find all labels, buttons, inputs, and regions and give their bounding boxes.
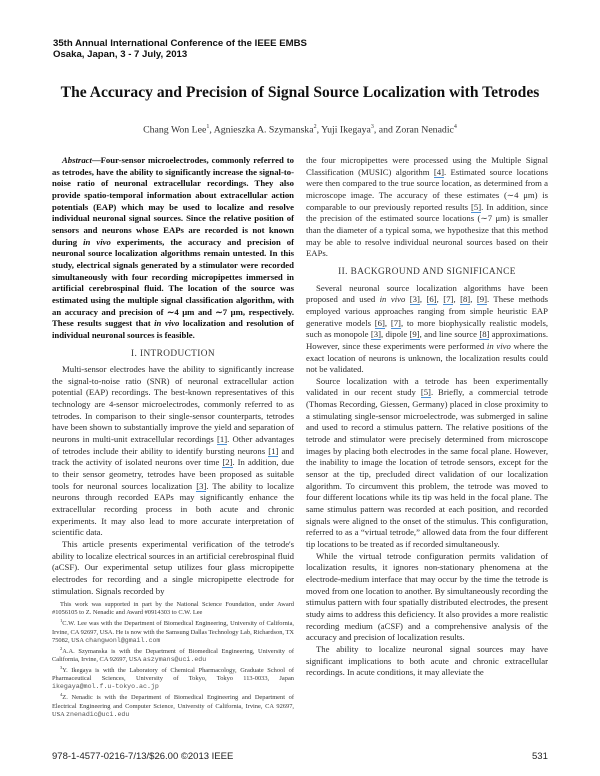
conference-location-date: Osaka, Japan, 3 - 7 July, 2013 xyxy=(53,49,188,60)
paragraph: Multi-sensor electrodes have the ability… xyxy=(52,364,294,539)
conference-name: 35th Annual International Conference of … xyxy=(53,38,307,49)
text: This article presents experimental verif… xyxy=(52,539,294,596)
citation-link[interactable]: [4] xyxy=(433,166,445,178)
footnote-text: This work was supported in part by the N… xyxy=(52,601,294,617)
conference-header: 35th Annual International Conference of … xyxy=(53,38,307,60)
footnote: 2A.A. Szymanska is with the Department o… xyxy=(52,645,294,664)
italic-text: in vivo xyxy=(83,236,111,247)
paragraph: Source localization with a tetrode has b… xyxy=(306,376,548,551)
copyright-footer: 978-1-4577-0216-7/13/$26.00 ©2013 IEEE xyxy=(52,751,234,762)
paragraph: This article presents experimental verif… xyxy=(52,539,294,597)
citation-link[interactable]: [1] xyxy=(216,434,228,446)
text: and track the activity of isolated neuro… xyxy=(52,445,294,468)
text: , xyxy=(384,317,391,328)
footnote-text: Z. Nenadic is with the Department of Bio… xyxy=(52,694,294,718)
footnote-email[interactable]: changwonl@gmail.com xyxy=(85,636,161,644)
citation-link[interactable]: [6] xyxy=(374,317,385,329)
abstract-label: Abstract xyxy=(62,155,92,165)
text: While the virtual tetrode configuration … xyxy=(306,550,548,643)
text: Source localization with a tetrode has b… xyxy=(306,375,548,398)
author-affiliation-mark: 3 xyxy=(370,124,374,130)
footnotes: This work was supported in part by the N… xyxy=(52,598,294,719)
citation-link[interactable]: [3] xyxy=(196,480,207,492)
text: approximations. However, since these exp… xyxy=(306,329,548,351)
right-column: the four micropipettes were processed us… xyxy=(306,155,548,679)
text: , xyxy=(453,294,461,305)
citation-link[interactable]: [1] xyxy=(268,445,279,457)
text: . These methods employed various approac… xyxy=(306,294,549,328)
author-name: Zoran Nenadic xyxy=(395,124,454,136)
footnote: This work was supported in part by the N… xyxy=(52,598,294,617)
citation-link[interactable]: [5] xyxy=(471,201,482,213)
text: . Other advantages of tetrodes include t… xyxy=(52,434,295,456)
text: , to more biophysically realistic models… xyxy=(306,317,548,340)
footnote-text: Y. Ikegaya is with the Laboratory of Che… xyxy=(52,667,294,683)
footnote: 3Y. Ikegaya is with the Laboratory of Ch… xyxy=(52,664,294,691)
paragraph: the four micropipettes were processed us… xyxy=(306,155,548,260)
paragraph: The ability to localize neuronal signal … xyxy=(306,644,548,679)
citation-link[interactable]: [6] xyxy=(426,294,437,306)
italic-text: in vivo xyxy=(154,318,180,329)
paragraph: Several neuronal source localization alg… xyxy=(306,283,548,376)
author-name: Chang Won Lee xyxy=(143,124,207,136)
author-affiliation-mark: 2 xyxy=(313,124,317,130)
footnote-mark: 1 xyxy=(60,618,63,624)
page-number: 531 xyxy=(532,751,548,762)
author-separator: , xyxy=(209,124,214,136)
text: . Briefly, a commercial tetrode (Thomas … xyxy=(306,387,548,549)
citation-link[interactable]: [8] xyxy=(460,294,471,306)
author-affiliation-mark: 4 xyxy=(453,124,457,130)
author-name: Yuji Ikegaya xyxy=(321,124,371,136)
footnote-mark: 3 xyxy=(60,665,63,671)
footnote-email[interactable]: aszymans@uci.edu xyxy=(142,655,207,663)
author-name: Agnieszka A. Szymanska xyxy=(213,124,314,136)
text: , xyxy=(419,294,427,305)
section-heading: I. INTRODUCTION xyxy=(131,348,215,359)
citation-link[interactable]: [7] xyxy=(443,294,454,306)
text: localization and resolution of individua… xyxy=(52,318,294,340)
footnote: 1C.W. Lee was with the Department of Bio… xyxy=(52,617,294,644)
citation-link[interactable]: [7] xyxy=(390,317,401,329)
text: . The ability to localize neurons throug… xyxy=(52,480,294,538)
footnote-email[interactable]: ikegaya@mol.f.u-tokyo.ac.jp xyxy=(52,683,159,691)
footnote-text: C.W. Lee was with the Department of Biom… xyxy=(52,620,294,644)
text: . Estimated source locations were then c… xyxy=(306,166,549,212)
footnote-mark: 2 xyxy=(60,645,63,651)
text: The ability to localize neuronal signal … xyxy=(306,643,548,678)
footnote-mark: 4 xyxy=(60,692,63,698)
author-separator: , xyxy=(316,124,322,136)
section-heading: II. BACKGROUND AND SIGNIFICANCE xyxy=(338,266,516,277)
author-list: Chang Won Lee1, Agnieszka A. Szymanska2,… xyxy=(0,124,600,135)
italic-text: in vivo xyxy=(486,340,511,351)
footnote-text: A.A. Szymanska is with the Department of… xyxy=(52,647,294,663)
citation-link[interactable]: [8] xyxy=(479,329,490,341)
text: . In addition, since the precision of th… xyxy=(306,201,548,259)
citation-link[interactable]: [3] xyxy=(409,294,420,306)
text: the four micropipettes were processed us… xyxy=(306,155,548,177)
abstract: Abstract—Four-sensor microelectrodes, co… xyxy=(52,155,294,342)
author-separator: , and xyxy=(373,124,396,136)
footnote: 4Z. Nenadic is with the Department of Bi… xyxy=(52,691,294,718)
citation-link[interactable]: [9] xyxy=(409,329,420,341)
citation-link[interactable]: [3] xyxy=(370,329,381,341)
left-column: Abstract—Four-sensor microelectrodes, co… xyxy=(52,155,294,597)
italic-text: in vivo xyxy=(379,294,406,305)
text: , xyxy=(470,294,477,305)
text: Several neuronal source localization alg… xyxy=(306,282,548,305)
text: , and line source xyxy=(419,329,480,340)
text: where the exact location of neurons is u… xyxy=(306,340,548,375)
citation-link[interactable]: [2] xyxy=(222,457,233,469)
citation-link[interactable]: [9] xyxy=(476,294,487,306)
text: Multi-sensor electrodes have the ability… xyxy=(52,364,294,445)
citation-link[interactable]: [5] xyxy=(420,387,431,399)
text: . In addition, due to their sensor geome… xyxy=(52,457,294,491)
footnote-email[interactable]: znenadic@uci.edu xyxy=(66,710,130,718)
paragraph: While the virtual tetrode configuration … xyxy=(306,551,548,644)
text: , xyxy=(436,294,444,305)
text: , dipole xyxy=(381,329,410,340)
paper-title: The Accuracy and Precision of Signal Sou… xyxy=(60,84,540,101)
text: —Four-sensor microelectrodes, commonly r… xyxy=(52,155,294,247)
author-affiliation-mark: 1 xyxy=(206,124,210,130)
text: experiments, the accuracy and precision … xyxy=(52,236,295,329)
